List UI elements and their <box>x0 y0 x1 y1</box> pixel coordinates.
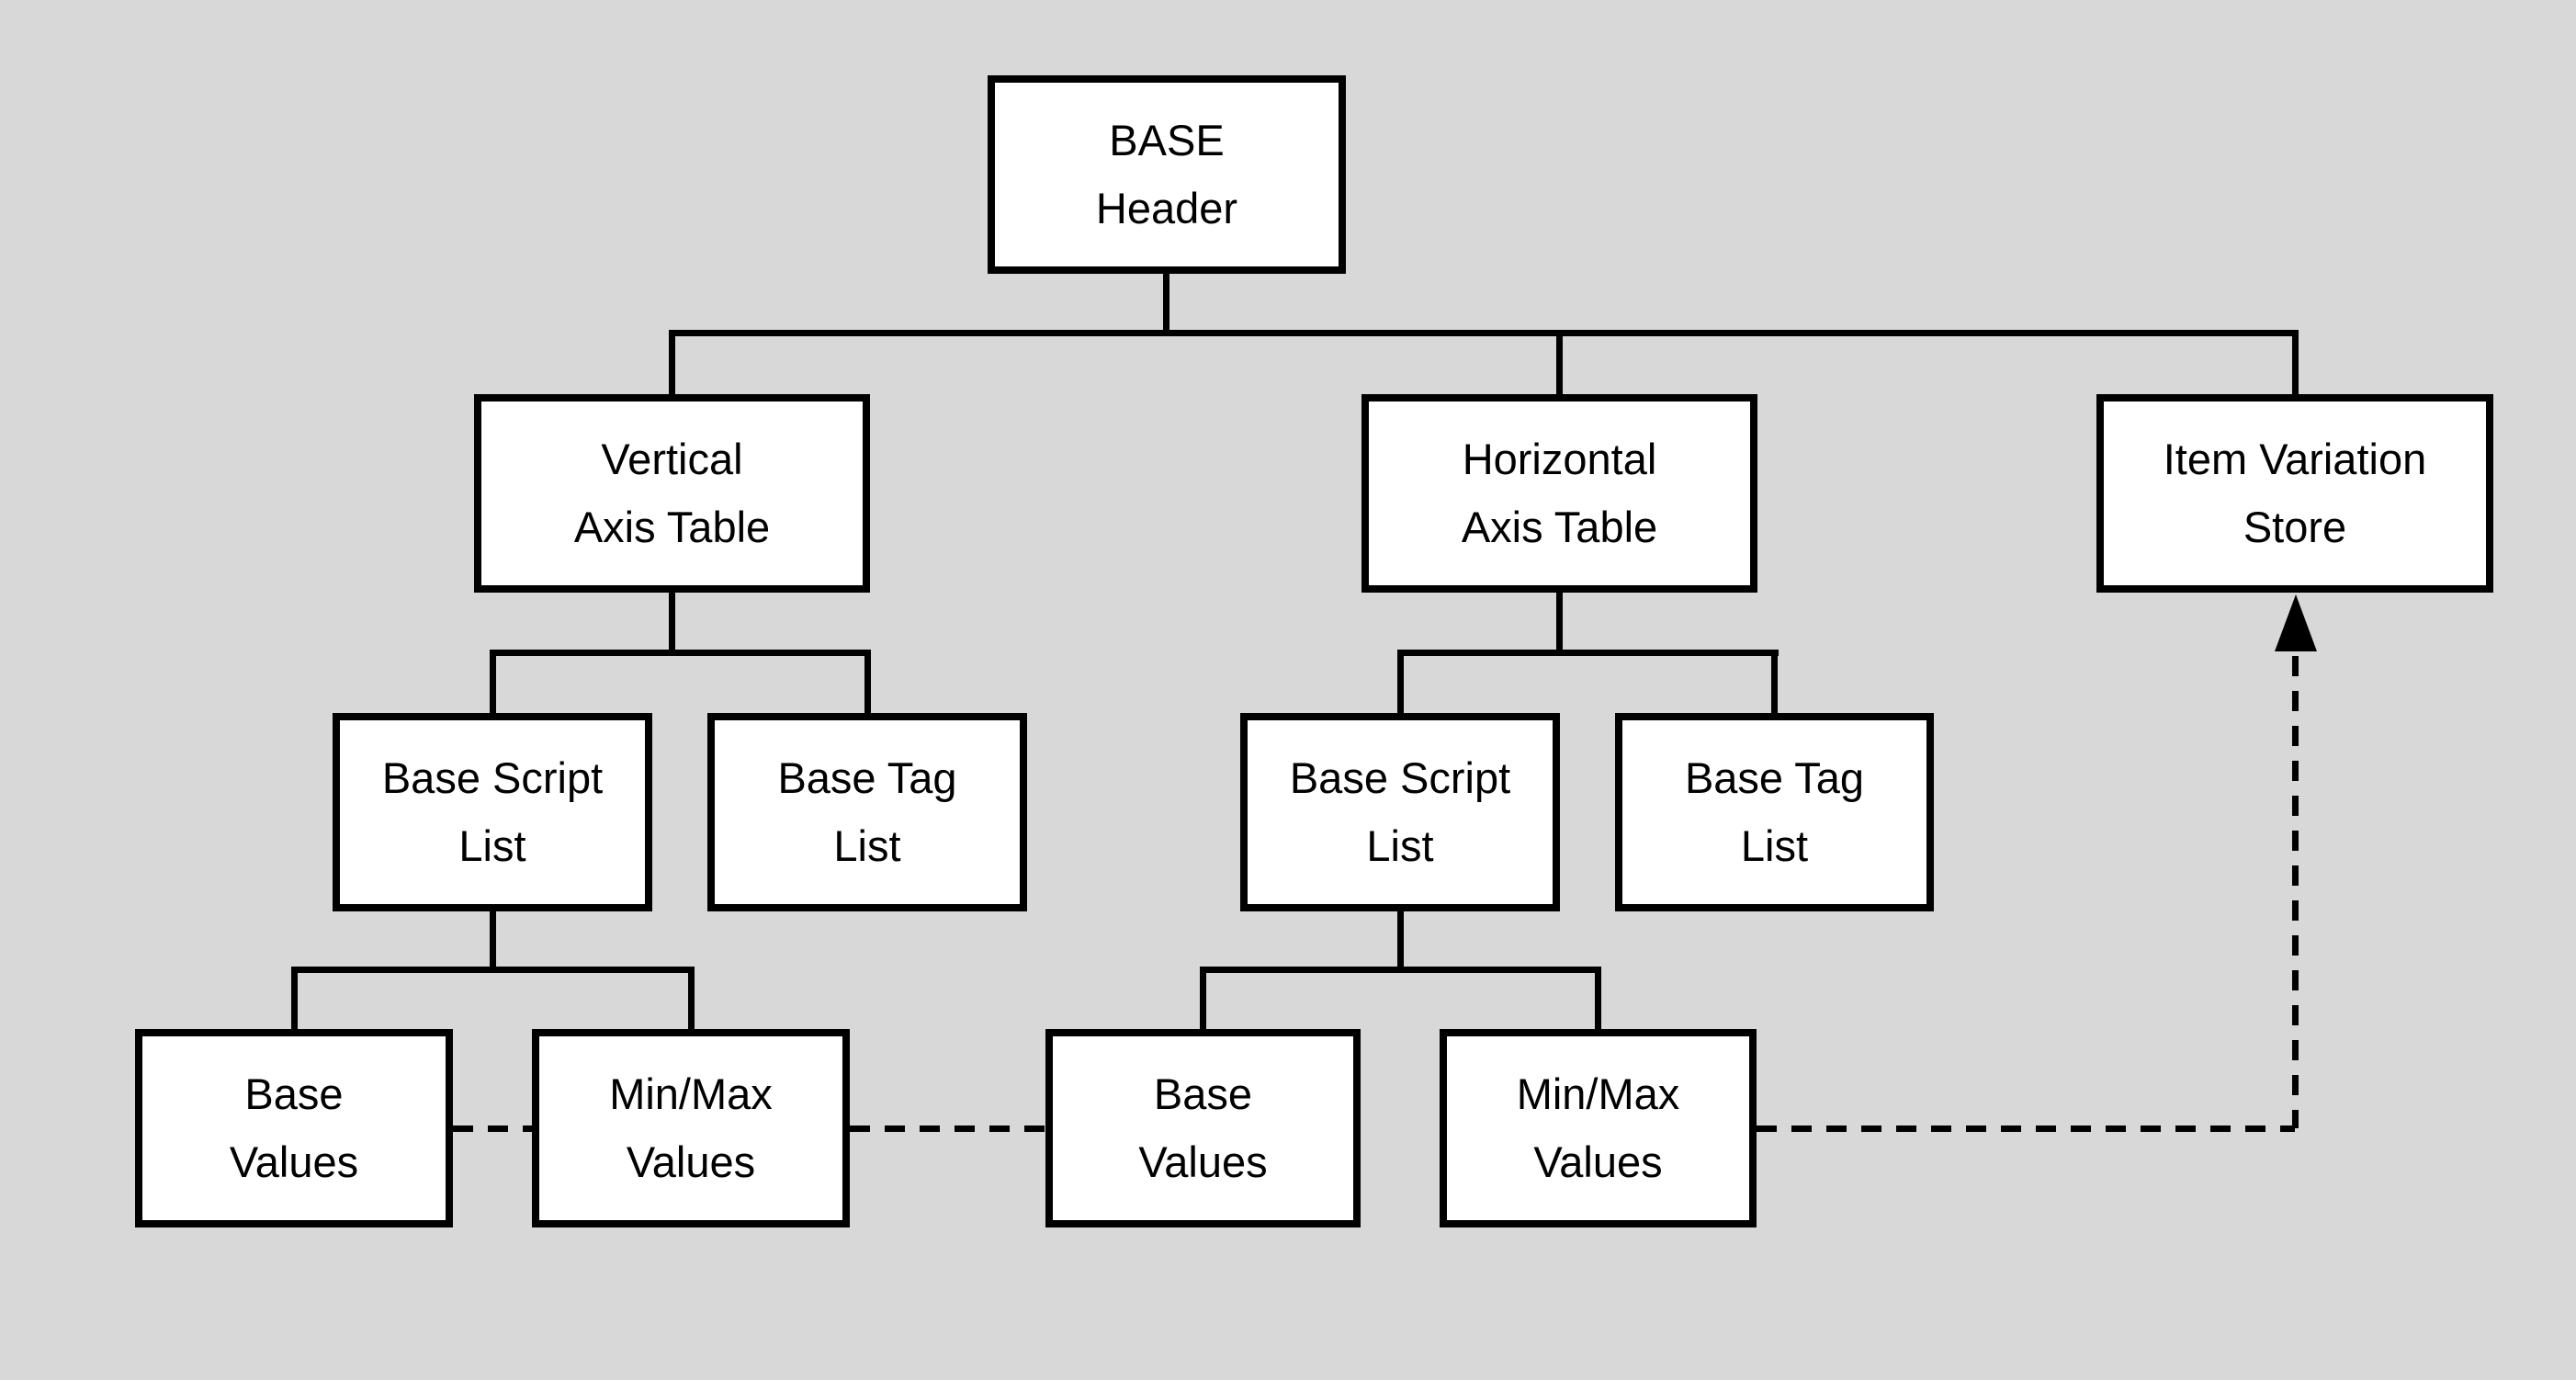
connector-level1-rail <box>669 330 2299 336</box>
node-h-base-values: Base Values <box>1045 1029 1361 1227</box>
dashed-link-left-to-right-group <box>850 1125 1045 1132</box>
connector-header-stem <box>1163 272 1169 333</box>
connector-drop-vertical-axis-table <box>669 333 675 394</box>
node-v-base-tag-list: Base Tag List <box>707 713 1027 911</box>
node-item-variation-store: Item Variation Store <box>2096 394 2493 593</box>
connector-vat-rail <box>490 650 871 656</box>
connector-drop-h-minmax-values <box>1595 969 1601 1029</box>
arrowhead-up-icon <box>2275 594 2317 651</box>
node-h-base-script-list: Base Script List <box>1240 713 1560 911</box>
connector-drop-horizontal-axis-table <box>1556 333 1563 394</box>
connector-hat-stem <box>1556 593 1563 652</box>
node-h-minmax-values: Min/Max Values <box>1440 1029 1757 1227</box>
dashed-link-basevalues-minmax-left <box>453 1125 532 1132</box>
dashed-link-minmax-to-corner <box>1757 1125 2295 1132</box>
connector-hat-rail <box>1397 650 1779 656</box>
connector-drop-v-base-script-list <box>490 652 496 713</box>
connector-drop-v-minmax-values <box>688 969 695 1029</box>
connector-v-bsl-stem <box>490 911 496 969</box>
node-h-base-tag-list: Base Tag List <box>1615 713 1934 911</box>
node-vertical-axis-table: Vertical Axis Table <box>474 394 870 593</box>
dashed-riser-to-item-variation-store <box>2292 656 2299 1128</box>
connector-h-bsl-rail <box>1200 967 1601 973</box>
connector-vat-stem <box>669 593 675 652</box>
node-base-header: BASE Header <box>988 75 1346 274</box>
connector-drop-h-base-values <box>1200 969 1206 1029</box>
connector-h-bsl-stem <box>1397 911 1404 969</box>
connector-drop-h-base-tag-list <box>1771 652 1778 713</box>
connector-drop-h-base-script-list <box>1397 652 1404 713</box>
connector-drop-v-base-tag-list <box>864 652 871 713</box>
connector-v-bsl-rail <box>291 967 695 973</box>
node-v-base-script-list: Base Script List <box>333 713 652 911</box>
connector-drop-v-base-values <box>291 969 298 1029</box>
node-v-base-values: Base Values <box>135 1029 453 1227</box>
connector-drop-item-variation-store <box>2292 333 2299 394</box>
node-v-minmax-values: Min/Max Values <box>532 1029 850 1227</box>
node-horizontal-axis-table: Horizontal Axis Table <box>1361 394 1757 593</box>
